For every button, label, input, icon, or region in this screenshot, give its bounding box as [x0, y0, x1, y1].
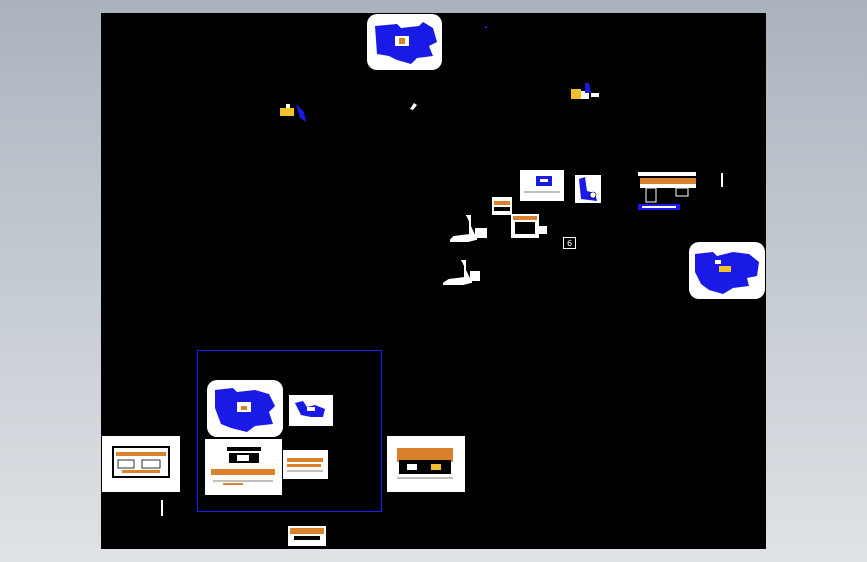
selection-window[interactable]	[197, 350, 382, 512]
furniture-block-right[interactable]	[571, 83, 601, 101]
section-drawing-b[interactable]	[511, 210, 547, 240]
section-sheet-small[interactable]	[283, 450, 328, 479]
floor-plan-sheet-right[interactable]	[689, 242, 765, 299]
title-block-fragment[interactable]	[288, 526, 326, 546]
elevation-sheet-right[interactable]	[387, 436, 465, 492]
dimension-line-left	[161, 500, 163, 516]
detail-sheet-c[interactable]	[289, 395, 333, 426]
small-detail-white[interactable]	[408, 96, 418, 110]
detail-sheet-a[interactable]	[520, 170, 564, 201]
elevation-sheet-left[interactable]	[102, 436, 180, 492]
viewport-label-box[interactable]: 6	[563, 234, 576, 249]
dimension-line	[721, 173, 723, 187]
floor-plan-drawing	[375, 22, 437, 64]
section-sheet-large[interactable]	[205, 439, 282, 495]
stair-detail-a[interactable]	[447, 214, 488, 243]
floor-plan-sheet-selected[interactable]	[207, 380, 283, 437]
stair-detail-b[interactable]	[439, 259, 481, 288]
furniture-block-left[interactable]	[280, 102, 310, 126]
elevation-drawing[interactable]	[638, 170, 698, 212]
detail-sheet-b[interactable]	[575, 175, 601, 203]
floor-plan-drawing	[215, 388, 275, 432]
floor-plan-sheet-top[interactable]	[367, 14, 442, 70]
floor-plan-drawing	[695, 252, 759, 294]
blue-marker-dot	[485, 26, 487, 28]
viewport-label: 6	[567, 239, 572, 248]
section-drawing-a[interactable]	[492, 197, 512, 215]
